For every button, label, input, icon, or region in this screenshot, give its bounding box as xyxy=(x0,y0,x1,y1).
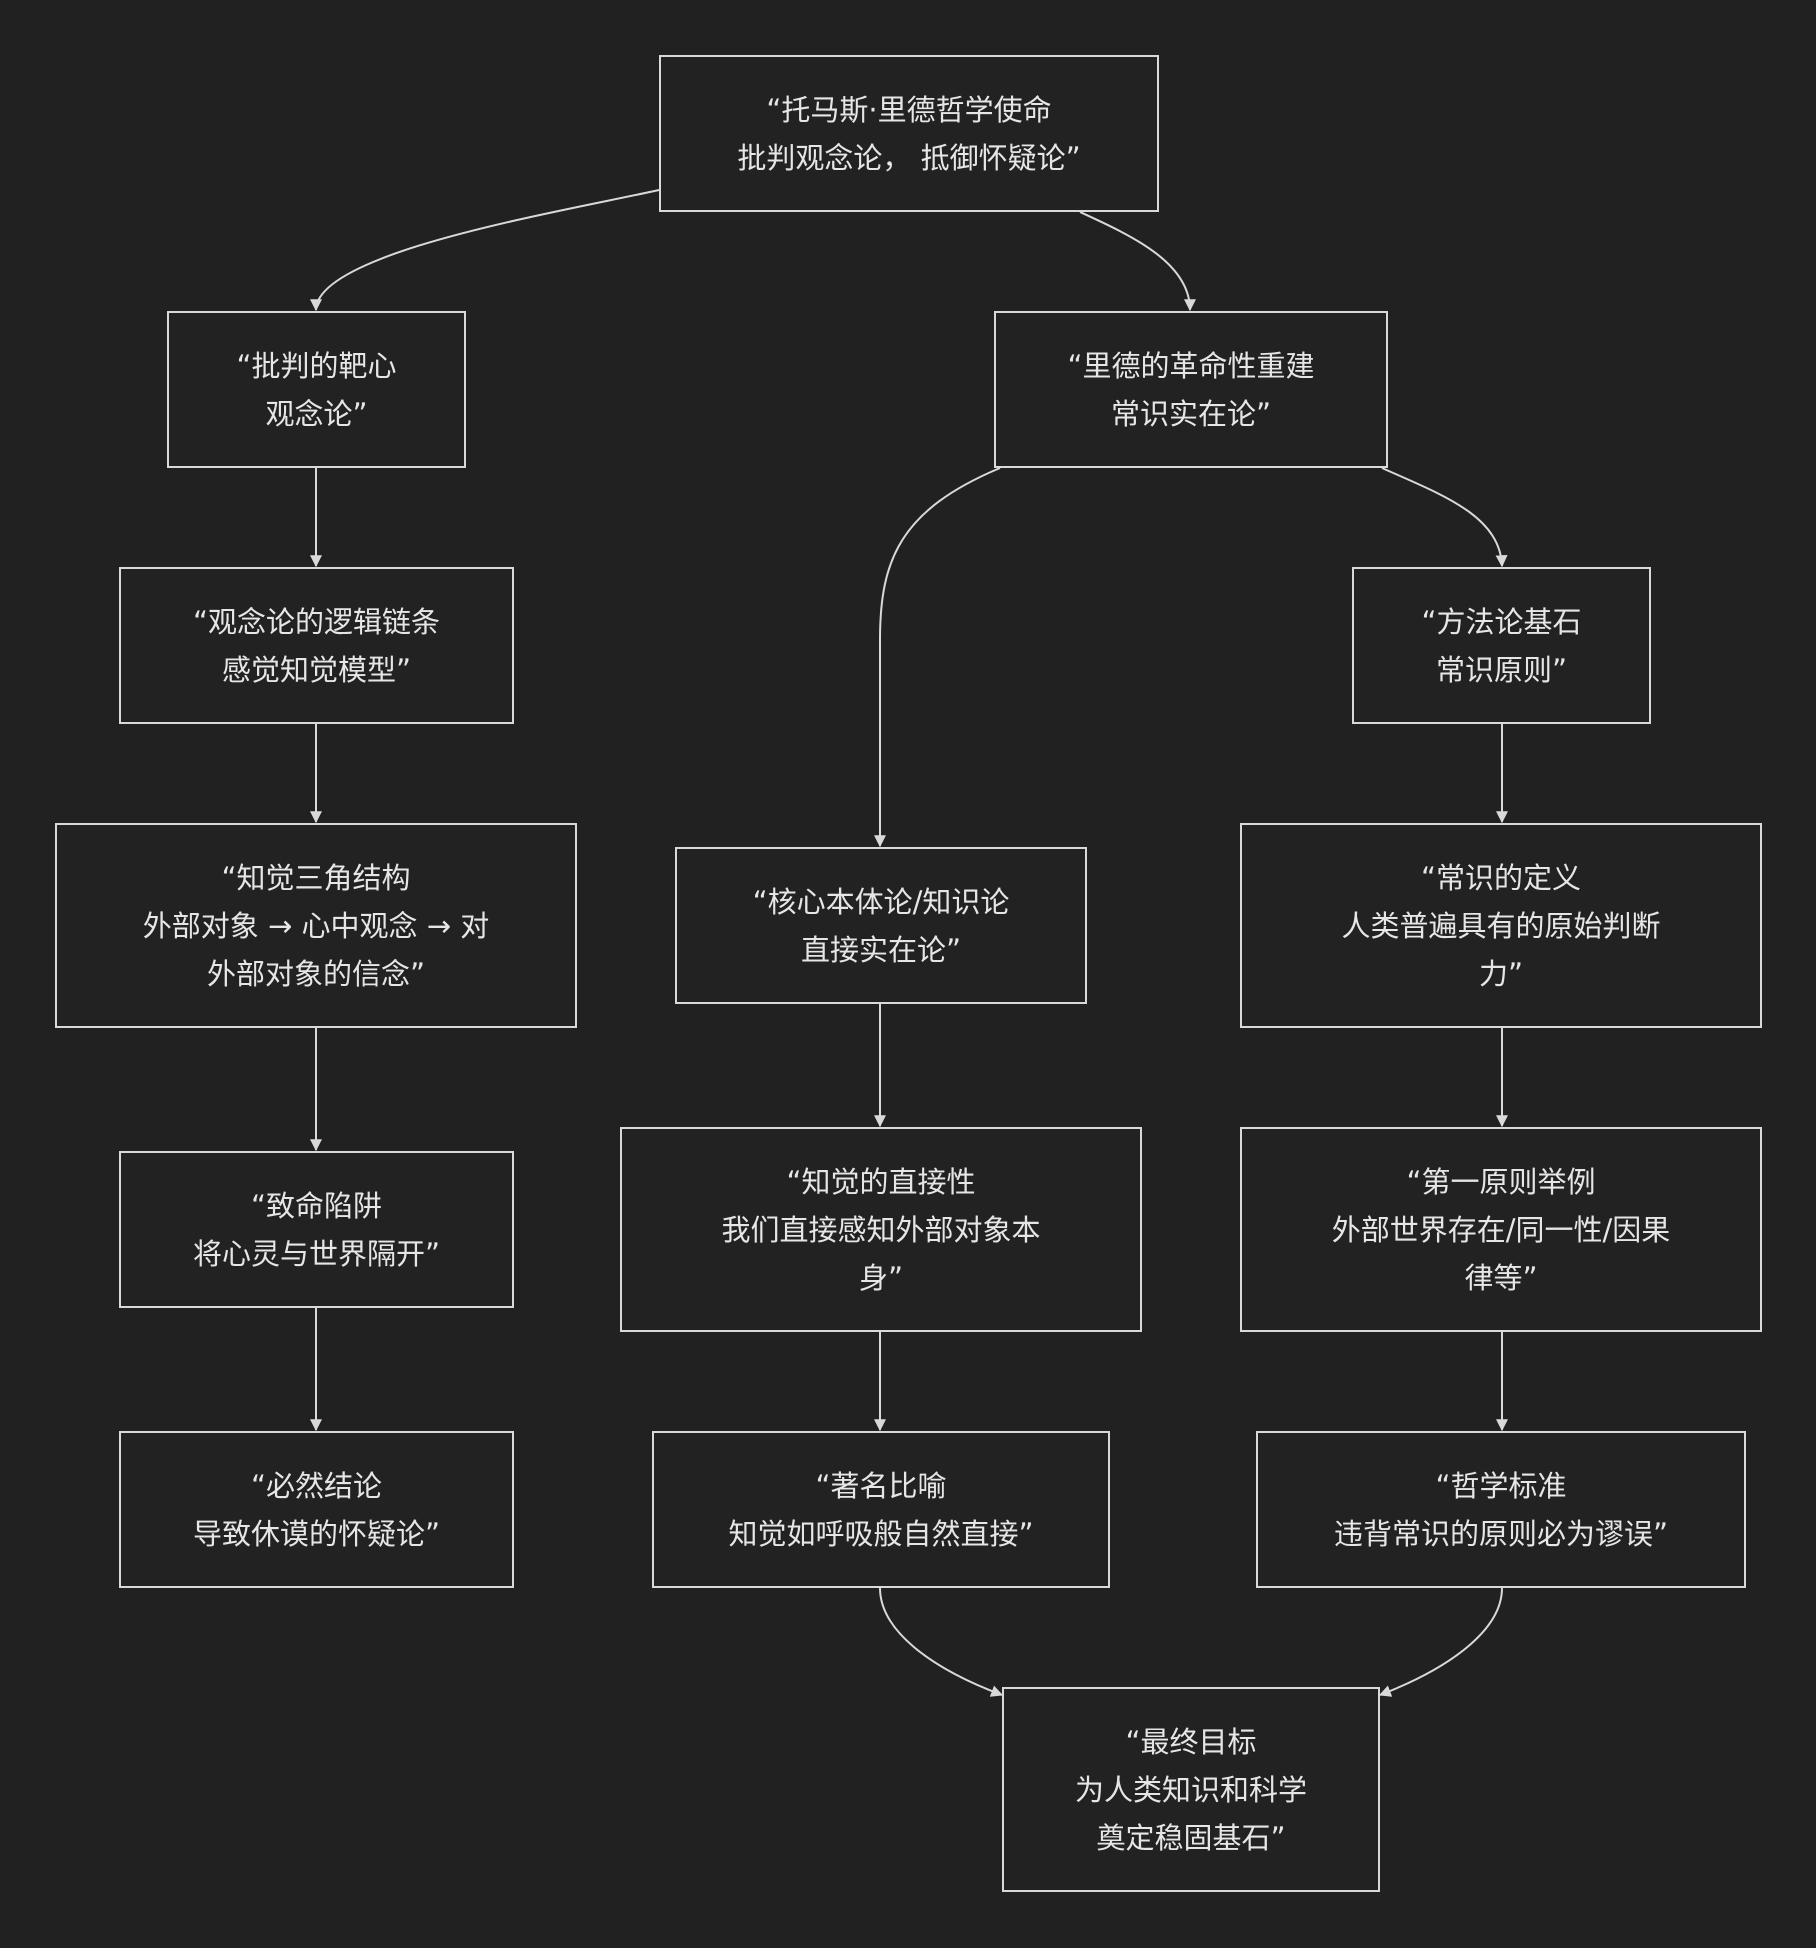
node-text-line: “著名比喻 xyxy=(815,1468,947,1503)
node-critique-target: “批判的靶心观念论” xyxy=(167,311,466,468)
node-text-line: “知觉的直接性 xyxy=(786,1164,976,1199)
node-text-line: 导致休谟的怀疑论” xyxy=(192,1516,441,1551)
node-text-line: “致命陷阱 xyxy=(250,1188,383,1223)
node-text-line: 常识实在论” xyxy=(1110,396,1272,431)
node-text-line: 感觉知觉模型” xyxy=(221,652,412,687)
node-perception-triangle: “知觉三角结构外部对象 → 心中观念 → 对外部对象的信念” xyxy=(55,823,577,1028)
node-text-line: 常识原则” xyxy=(1435,652,1568,687)
node-first-principles-examples: “第一原则举例外部世界存在/同一性/因果律等” xyxy=(1240,1127,1762,1332)
node-text-line: 律等” xyxy=(1464,1260,1538,1295)
node-text-line: “托马斯·里德哲学使命 xyxy=(766,92,1052,127)
node-text-line: 外部世界存在/同一性/因果 xyxy=(1331,1212,1671,1247)
node-inevitable-conclusion: “必然结论导致休谟的怀疑论” xyxy=(119,1431,514,1588)
edge-rebuild-to-method xyxy=(1381,467,1508,568)
node-text-line: 人类普遍具有的原始判断 xyxy=(1341,908,1661,943)
node-methodology-cornerstone: “方法论基石常识原则” xyxy=(1352,567,1651,724)
node-perception-directness: “知觉的直接性我们直接感知外部对象本身” xyxy=(620,1127,1142,1332)
node-text-line: “观念论的逻辑链条 xyxy=(192,604,441,639)
node-philosophical-mission: “托马斯·里德哲学使命批判观念论， 抵御怀疑论” xyxy=(659,55,1159,212)
node-text-line: “必然结论 xyxy=(250,1468,383,1503)
node-text-line: “哲学标准 xyxy=(1435,1468,1567,1503)
node-common-sense-definition: “常识的定义人类普遍具有的原始判断力” xyxy=(1240,823,1762,1028)
node-text-line: “常识的定义 xyxy=(1420,860,1582,895)
node-text-line: 我们直接感知外部对象本 xyxy=(721,1212,1041,1247)
node-text-line: 力” xyxy=(1478,956,1524,991)
node-text-line: “里德的革命性重建 xyxy=(1067,348,1315,383)
node-text-line: 外部对象的信念” xyxy=(206,956,426,991)
node-text-line: 为人类知识和科学 xyxy=(1074,1772,1307,1807)
node-text-line: “批判的靶心 xyxy=(236,348,397,383)
node-text-line: “方法论基石 xyxy=(1421,604,1582,639)
node-text-line: 批判观念论， 抵御怀疑论” xyxy=(737,140,1081,175)
node-text-line: 观念论” xyxy=(265,396,368,431)
node-text-line: 身” xyxy=(858,1260,904,1295)
node-revolutionary-rebuild: “里德的革命性重建常识实在论” xyxy=(994,311,1388,468)
edge-mission-to-target xyxy=(310,189,660,312)
node-text-line: 违背常识的原则必为谬误” xyxy=(1333,1516,1669,1551)
edge-metaphor-to-goal xyxy=(879,1587,1004,1697)
edge-standard-to-goal xyxy=(1378,1587,1503,1697)
node-text-line: 知觉如呼吸般自然直接” xyxy=(728,1516,1034,1551)
node-text-line: “知觉三角结构 xyxy=(221,860,411,895)
node-text-line: 直接实在论” xyxy=(800,932,962,967)
node-fatal-trap: “致命陷阱将心灵与世界隔开” xyxy=(119,1151,514,1308)
edge-rebuild-to-core xyxy=(874,467,1001,848)
node-core-ontology: “核心本体论/知识论直接实在论” xyxy=(675,847,1087,1004)
node-ultimate-goal: “最终目标为人类知识和科学奠定稳固基石” xyxy=(1002,1687,1380,1892)
node-famous-metaphor: “著名比喻知觉如呼吸般自然直接” xyxy=(652,1431,1110,1588)
node-philosophical-standard: “哲学标准违背常识的原则必为谬误” xyxy=(1256,1431,1746,1588)
node-text-line: “核心本体论/知识论 xyxy=(752,884,1010,919)
edge-mission-to-rebuild xyxy=(1079,211,1196,312)
node-text-line: “第一原则举例 xyxy=(1406,1164,1596,1199)
node-text-line: 外部对象 → 心中观念 → 对 xyxy=(142,908,490,943)
node-text-line: 将心灵与世界隔开” xyxy=(192,1236,441,1271)
node-text-line: 奠定稳固基石” xyxy=(1096,1820,1286,1855)
node-idealism-logic-chain: “观念论的逻辑链条感觉知觉模型” xyxy=(119,567,514,724)
node-text-line: “最终目标 xyxy=(1125,1724,1257,1759)
